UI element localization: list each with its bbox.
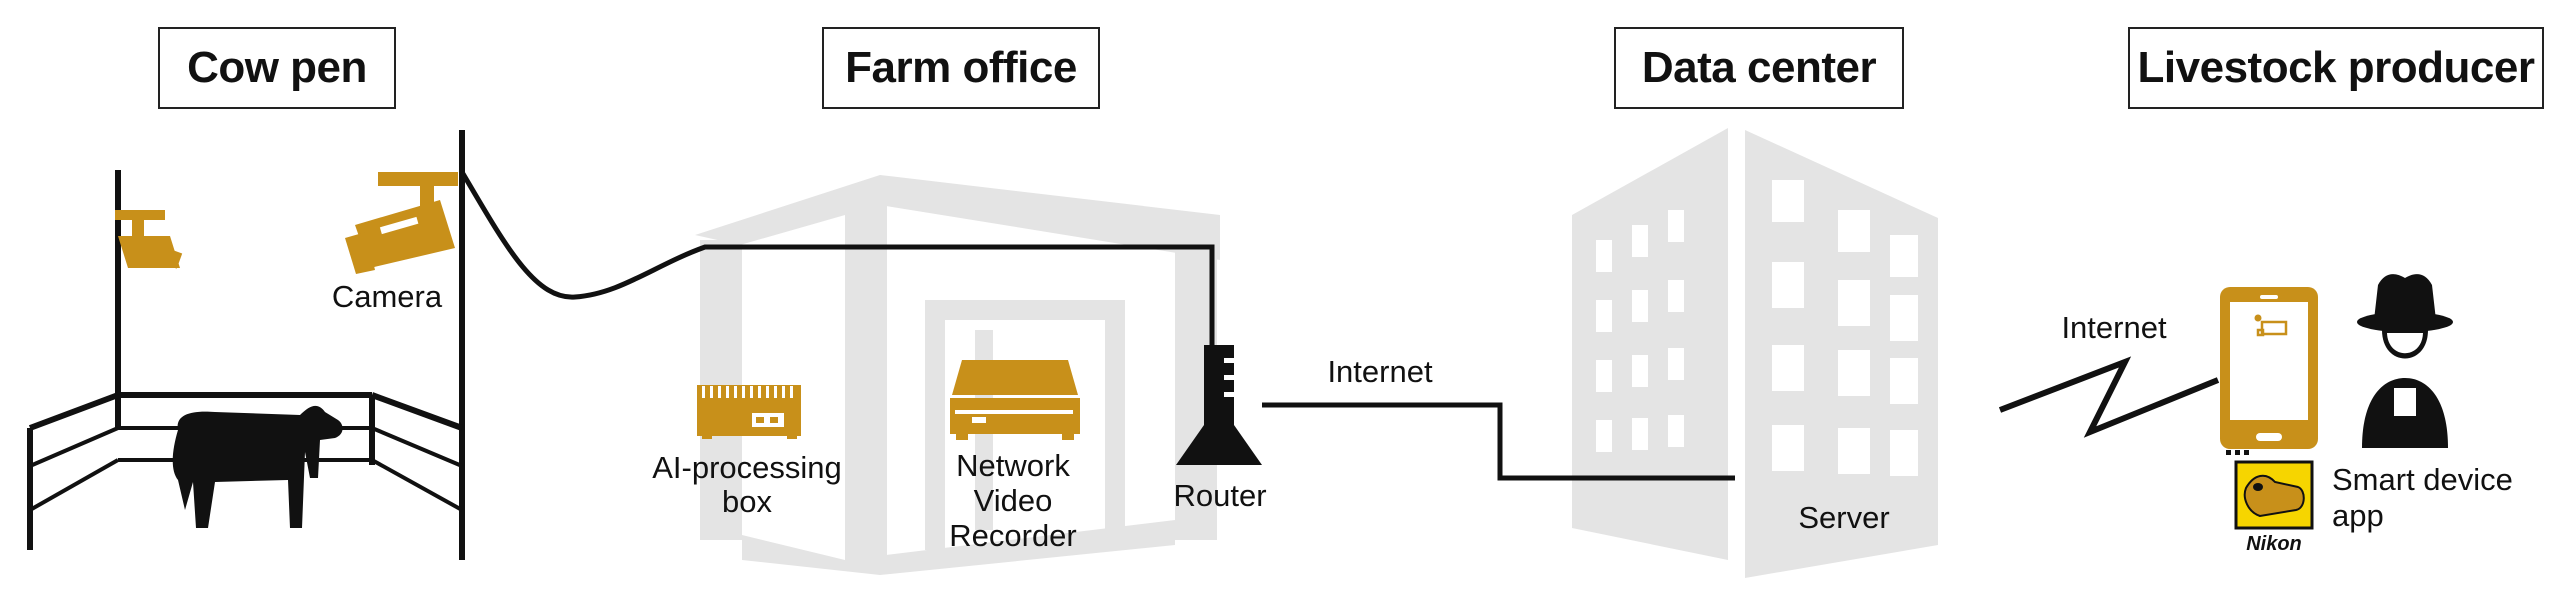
internet-label-left: Internet: [1327, 354, 1433, 389]
smart-device-label-line1: Smart device: [2332, 462, 2513, 497]
section-title-data-center: Data center: [1614, 27, 1904, 109]
network-video-recorder-icon: [950, 360, 1080, 440]
cow-pen-fence: [27, 130, 465, 560]
section-title-cow-pen: Cow pen: [158, 27, 396, 109]
ai-box-label-line1: AI-processing: [652, 450, 842, 485]
router-label: Router: [1173, 478, 1266, 513]
camera-label: Camera: [332, 279, 443, 314]
camera-router-cable: [459, 170, 1215, 355]
nvr-label-line2: Video: [974, 483, 1053, 518]
producer-internet-link: [1998, 356, 2220, 438]
camera-small-icon: [115, 210, 183, 269]
smartphone-icon: [2220, 287, 2318, 449]
nvr-label-line1: Network: [956, 448, 1070, 483]
section-title-livestock-producer: Livestock producer: [2128, 27, 2544, 109]
ai-box-label-line2: box: [722, 484, 772, 519]
ai-processing-box-icon: [697, 385, 801, 439]
smart-device-label-line2: app: [2332, 498, 2384, 533]
nikon-brand-label: Nikon: [2246, 533, 2302, 555]
nikon-app-icon: [2226, 450, 2314, 530]
camera-screen-icon: [2256, 320, 2288, 337]
router-server-internet-link: [1262, 402, 1735, 481]
farm-office-building-icon: [695, 175, 1220, 575]
router-icon: [1176, 345, 1262, 465]
cow-icon: [172, 405, 343, 528]
camera-large-icon: [345, 172, 458, 274]
nvr-label-line3: Recorder: [949, 518, 1077, 553]
internet-label-right: Internet: [2061, 310, 2167, 345]
section-title-farm-office: Farm office: [822, 27, 1100, 109]
data-center-building-icon: [1572, 128, 1938, 578]
server-label: Server: [1798, 500, 1889, 535]
farmer-icon: [2357, 274, 2453, 448]
